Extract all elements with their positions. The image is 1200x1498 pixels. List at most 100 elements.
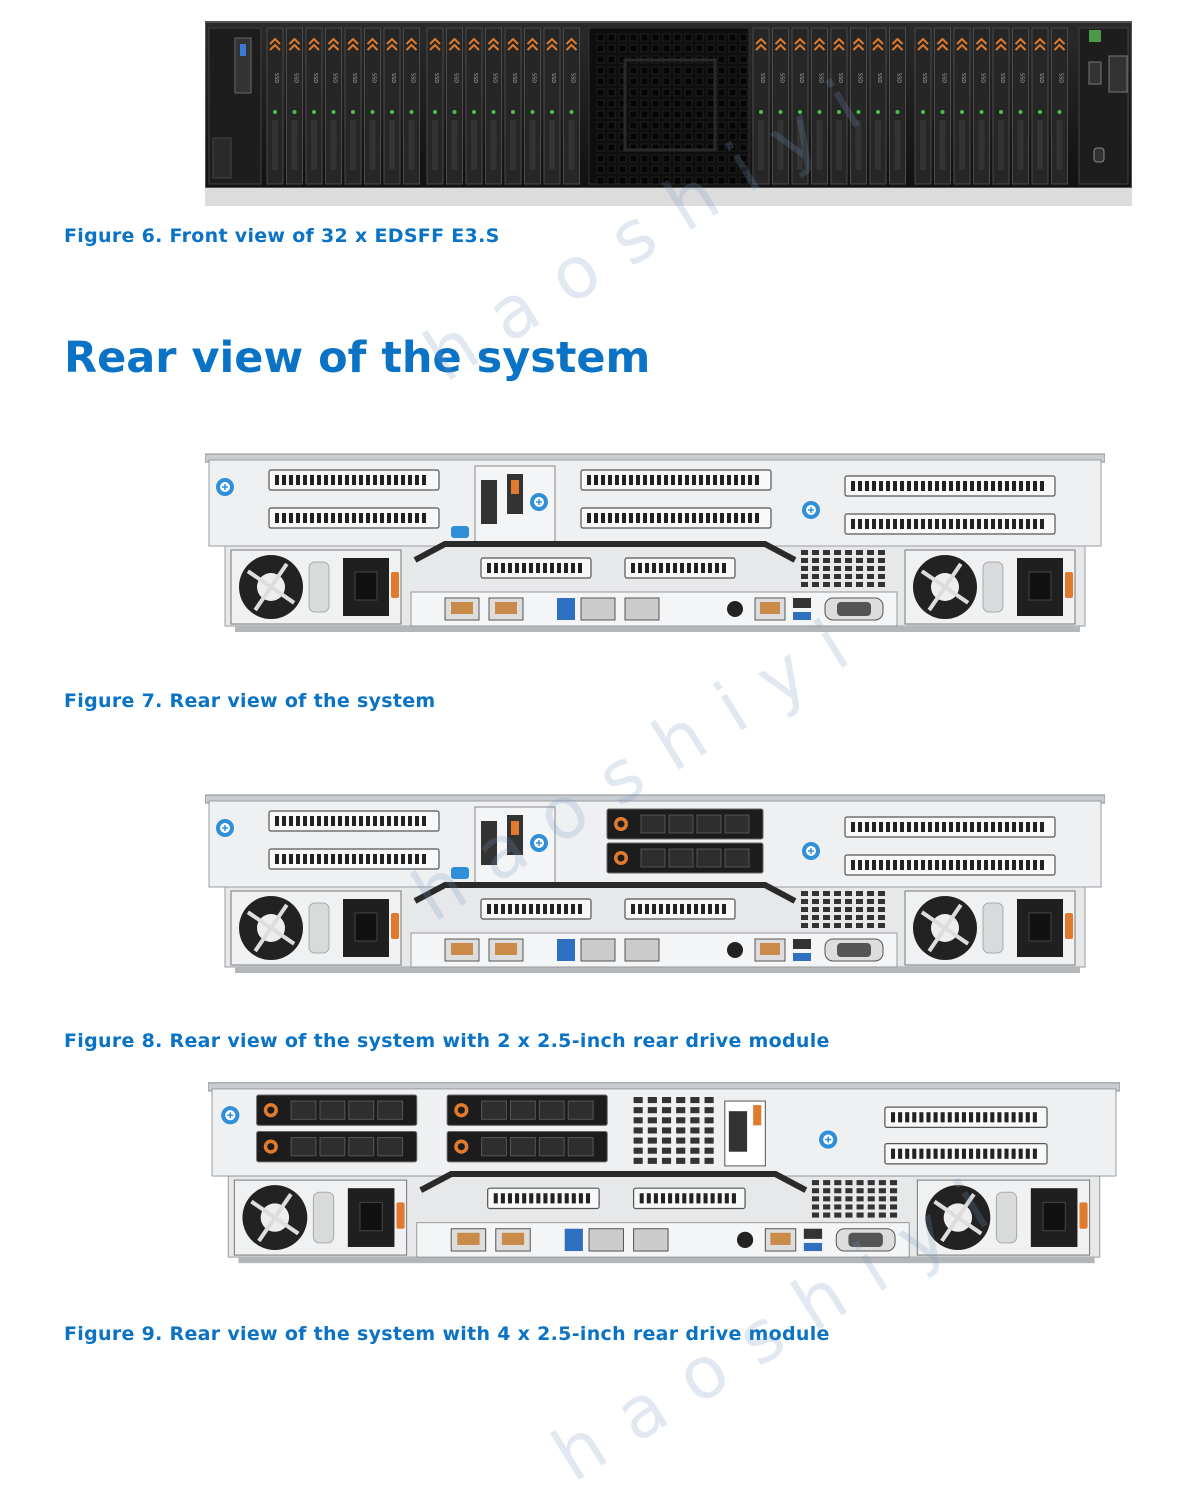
pcie-slot[interactable] xyxy=(580,507,772,529)
drive-bay[interactable]: SSD xyxy=(1012,27,1029,185)
drive-bay[interactable]: SSD xyxy=(1031,27,1049,185)
drive-bay[interactable]: SSD xyxy=(889,27,906,185)
usb-port[interactable] xyxy=(803,1242,823,1252)
drive-bay[interactable]: SSD xyxy=(344,27,362,185)
thumb-screw-icon[interactable] xyxy=(216,478,234,496)
svg-text:SSD: SSD xyxy=(876,73,882,83)
drive-bay[interactable]: SSD xyxy=(426,27,444,185)
power-button[interactable] xyxy=(727,942,743,958)
figure-6-caption: Figure 6. Front view of 32 x EDSFF E3.S xyxy=(64,225,500,247)
thumb-screw-icon[interactable] xyxy=(221,1106,240,1125)
drive-bay[interactable]: SSD xyxy=(850,27,867,185)
usb-port[interactable] xyxy=(793,953,811,961)
drive-bay[interactable]: SSD xyxy=(869,27,887,185)
svg-text:SSD: SSD xyxy=(759,73,765,83)
drive-bay[interactable]: SSD xyxy=(752,27,770,185)
drive-bay[interactable]: SSD xyxy=(286,27,303,185)
svg-text:SSD: SSD xyxy=(433,73,439,83)
pcie-slot[interactable] xyxy=(884,1143,1048,1165)
drive-bay[interactable]: SSD xyxy=(992,27,1010,185)
power-supply[interactable] xyxy=(904,890,1076,966)
ethernet-port[interactable] xyxy=(450,1228,487,1252)
drive-bay[interactable]: SSD xyxy=(325,27,342,185)
rear-drive[interactable] xyxy=(256,1130,418,1163)
power-supply[interactable] xyxy=(230,549,402,625)
thumb-screw-icon[interactable] xyxy=(216,819,234,837)
ethernet-port[interactable] xyxy=(488,597,524,621)
ethernet-port[interactable] xyxy=(444,597,480,621)
drive-bay[interactable]: SSD xyxy=(446,27,463,185)
pcie-slot[interactable] xyxy=(480,557,592,579)
vga-port[interactable] xyxy=(824,938,884,962)
vga-port[interactable] xyxy=(835,1228,896,1252)
drive-bay[interactable]: SSD xyxy=(403,27,420,185)
pcie-slot[interactable] xyxy=(844,854,1056,876)
pcie-slot[interactable] xyxy=(268,848,440,870)
rear-drive[interactable] xyxy=(606,842,764,874)
drive-bay[interactable]: SSD xyxy=(266,27,284,185)
drive-bay[interactable]: SSD xyxy=(791,27,809,185)
svg-text:SSD: SSD xyxy=(798,73,804,83)
thumb-screw-icon[interactable] xyxy=(530,834,548,852)
ethernet-port[interactable] xyxy=(754,938,786,962)
rear-drive[interactable] xyxy=(606,808,764,840)
drive-bay[interactable]: SSD xyxy=(914,27,932,185)
drive-bay[interactable]: SSD xyxy=(383,27,401,185)
ethernet-port[interactable] xyxy=(495,1228,531,1252)
pcie-slot[interactable] xyxy=(884,1106,1048,1129)
pcie-slot[interactable] xyxy=(844,816,1056,838)
drive-bay[interactable]: SSD xyxy=(953,27,971,185)
power-button[interactable] xyxy=(736,1231,754,1248)
pcie-slot[interactable] xyxy=(268,507,440,529)
thumb-screw-icon[interactable] xyxy=(802,501,820,519)
rear-drive[interactable] xyxy=(256,1094,418,1126)
ethernet-port[interactable] xyxy=(444,938,480,962)
power-supply[interactable] xyxy=(230,890,402,966)
pcie-slot[interactable] xyxy=(844,475,1056,497)
ethernet-port[interactable] xyxy=(754,597,786,621)
drive-bay[interactable]: SSD xyxy=(811,27,828,185)
pcie-slot[interactable] xyxy=(268,810,440,832)
rear-drive[interactable] xyxy=(446,1094,608,1126)
ethernet-port[interactable] xyxy=(488,938,524,962)
section-title: Rear view of the system xyxy=(64,333,651,383)
pcie-slot[interactable] xyxy=(844,513,1056,535)
pcie-slot[interactable] xyxy=(624,898,736,920)
drive-bay[interactable]: SSD xyxy=(485,27,502,185)
usb-port[interactable] xyxy=(793,612,811,620)
thumb-screw-icon[interactable] xyxy=(802,842,820,860)
usb-port[interactable] xyxy=(793,598,811,608)
usb-port[interactable] xyxy=(803,1228,823,1239)
drive-bay[interactable]: SSD xyxy=(1051,27,1068,185)
pcie-slot[interactable] xyxy=(624,557,736,579)
drive-bay[interactable]: SSD xyxy=(543,27,561,185)
drive-bay[interactable]: SSD xyxy=(465,27,483,185)
thumb-screw-icon[interactable] xyxy=(819,1130,838,1149)
power-button[interactable] xyxy=(727,601,743,617)
usb-port[interactable] xyxy=(793,939,811,949)
svg-text:SSD: SSD xyxy=(837,73,843,83)
vga-port[interactable] xyxy=(824,597,884,621)
drive-bay[interactable]: SSD xyxy=(504,27,522,185)
rear-drive[interactable] xyxy=(446,1130,608,1163)
power-supply[interactable] xyxy=(916,1179,1091,1256)
svg-text:SSD: SSD xyxy=(779,73,785,83)
drive-bay[interactable]: SSD xyxy=(364,27,381,185)
pcie-slot[interactable] xyxy=(632,1187,746,1210)
pcie-slot[interactable] xyxy=(480,898,592,920)
svg-text:SSD: SSD xyxy=(472,73,478,83)
drive-bay[interactable]: SSD xyxy=(524,27,541,185)
drive-bay[interactable]: SSD xyxy=(305,27,323,185)
drive-bay[interactable]: SSD xyxy=(934,27,951,185)
power-supply[interactable] xyxy=(233,1179,408,1256)
drive-bay[interactable]: SSD xyxy=(563,27,580,185)
pcie-slot[interactable] xyxy=(580,469,772,491)
power-supply[interactable] xyxy=(904,549,1076,625)
pcie-slot[interactable] xyxy=(268,469,440,491)
pcie-slot[interactable] xyxy=(487,1187,600,1210)
drive-bay[interactable]: SSD xyxy=(830,27,848,185)
ethernet-port[interactable] xyxy=(764,1228,797,1252)
thumb-screw-icon[interactable] xyxy=(530,493,548,511)
drive-bay[interactable]: SSD xyxy=(973,27,990,185)
drive-bay[interactable]: SSD xyxy=(772,27,789,185)
